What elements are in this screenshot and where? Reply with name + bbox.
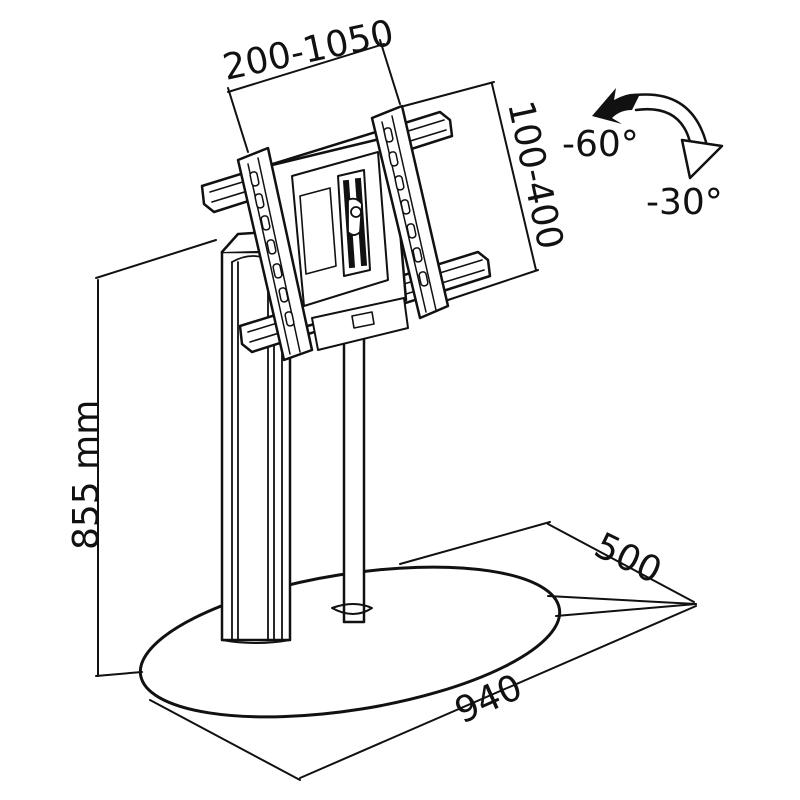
vesa-width-dimension: 200-1050	[219, 13, 401, 153]
height-dimension: 855 mm	[66, 239, 217, 677]
tilt-backward-arrow-icon	[680, 138, 724, 180]
vesa-height-label: 100-400	[499, 97, 570, 253]
height-label: 855 mm	[66, 400, 107, 550]
tilt-forward-label: -60°	[562, 124, 639, 165]
left-arm-slots	[249, 171, 295, 327]
tilt-backward-label: -30°	[646, 182, 723, 223]
vesa-mount	[200, 104, 492, 362]
tilt-indicator: -60° -30°	[562, 88, 724, 223]
vesa-width-label: 200-1050	[219, 13, 397, 89]
tilt-forward-arrow-icon	[592, 88, 640, 124]
right-arm-slots	[383, 127, 429, 287]
